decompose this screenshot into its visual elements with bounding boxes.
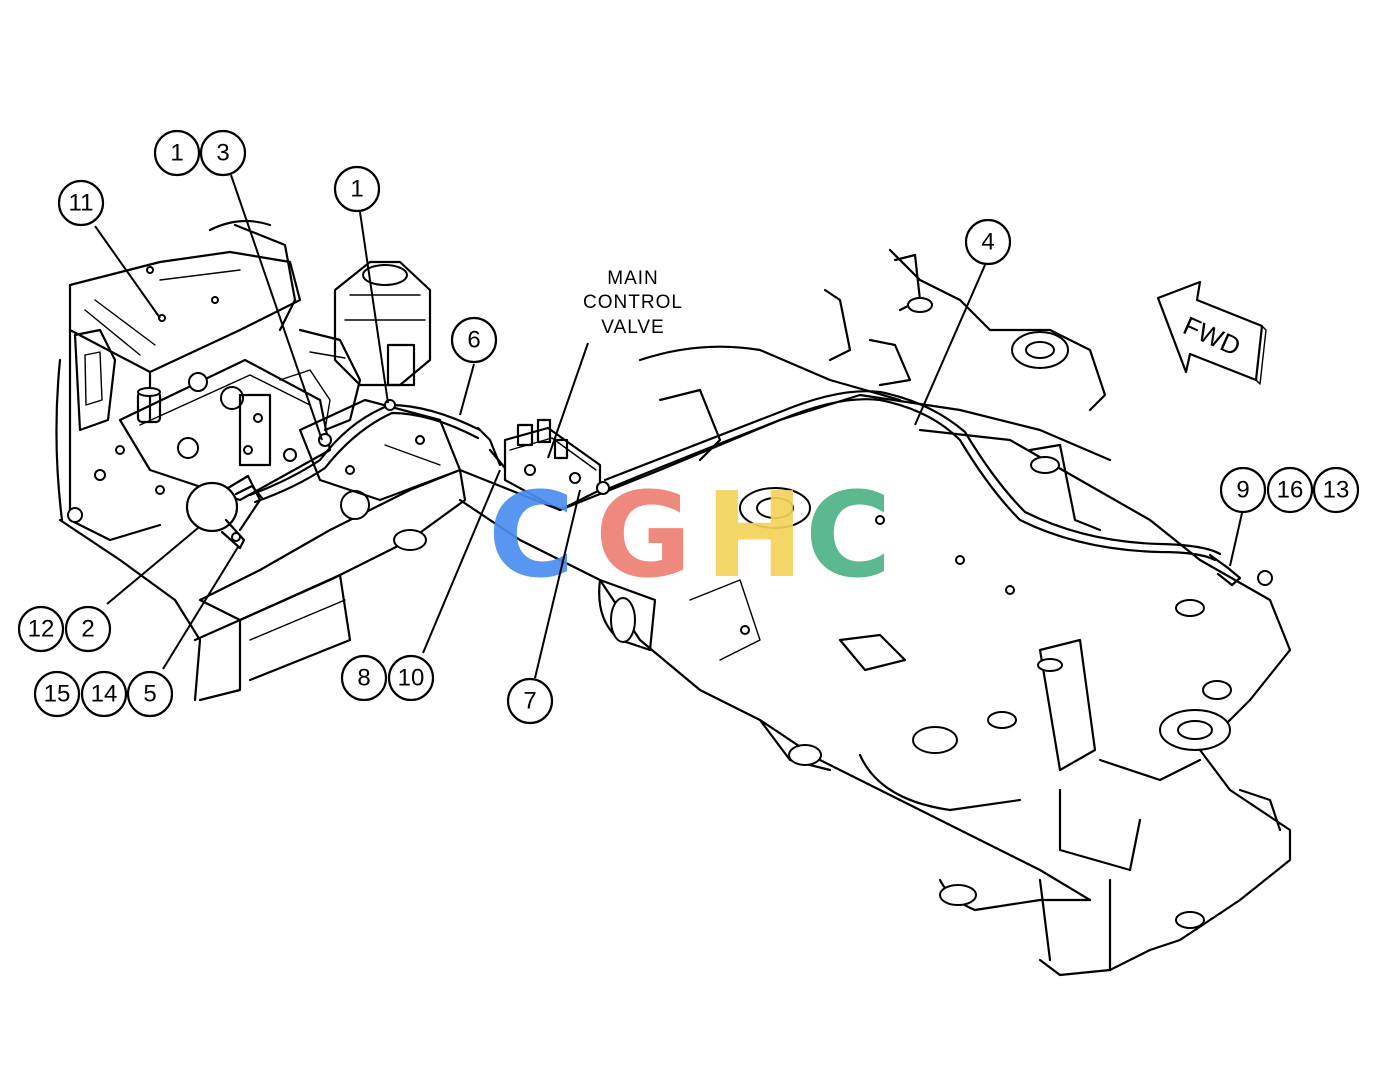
svg-text:6: 6 — [467, 327, 480, 354]
label-line-3: VALVE — [601, 317, 664, 338]
callout-11: 11 — [57, 179, 105, 227]
pump-housing — [55, 219, 302, 702]
callout-5: 5 — [126, 670, 174, 718]
watermark: C G H C — [488, 466, 892, 604]
svg-text:10: 10 — [398, 665, 425, 692]
callout-4: 4 — [964, 218, 1012, 266]
main-control-valve-label: MAIN CONTROL VALVE — [583, 268, 683, 338]
callout-2: 2 — [64, 605, 112, 653]
watermark-letter-g: G — [595, 466, 692, 604]
main-frame — [458, 248, 1292, 977]
svg-text:12: 12 — [28, 616, 55, 643]
label-line-2: CONTROL — [583, 292, 683, 313]
callout-8: 8 — [340, 654, 388, 702]
callout-13: 13 — [1312, 466, 1360, 514]
svg-text:14: 14 — [91, 681, 118, 708]
watermark-letter-c1: C — [488, 466, 575, 604]
callout-14: 14 — [80, 670, 128, 718]
callout-1-center: 1 — [333, 165, 381, 213]
watermark-letter-h: H — [705, 466, 804, 604]
accumulator — [185, 474, 264, 550]
svg-text:13: 13 — [1323, 477, 1350, 504]
svg-text:4: 4 — [981, 229, 994, 256]
leader-lines — [94, 174, 1243, 679]
callout-15: 15 — [33, 670, 81, 718]
svg-text:1: 1 — [350, 176, 363, 203]
fwd-arrow-icon: FWD — [1156, 280, 1267, 385]
svg-text:8: 8 — [357, 665, 370, 692]
svg-text:3: 3 — [216, 140, 229, 167]
callout-9: 9 — [1219, 466, 1267, 514]
svg-text:9: 9 — [1236, 477, 1249, 504]
callout-7: 7 — [506, 677, 554, 725]
svg-text:5: 5 — [143, 681, 156, 708]
callout-1-top-left: 1 — [153, 129, 201, 177]
label-line-1: MAIN — [607, 268, 659, 289]
callout-12: 12 — [17, 605, 65, 653]
svg-text:2: 2 — [81, 616, 94, 643]
svg-text:7: 7 — [523, 688, 536, 715]
hydraulic-lines — [248, 390, 1273, 587]
callout-10: 10 — [387, 654, 435, 702]
pump-top-components — [115, 328, 362, 502]
center-block — [193, 260, 467, 702]
callout-3: 3 — [199, 129, 247, 177]
svg-text:11: 11 — [69, 190, 94, 217]
callout-6: 6 — [450, 316, 498, 364]
watermark-letter-c2: C — [805, 466, 892, 604]
svg-text:15: 15 — [44, 681, 71, 708]
svg-text:16: 16 — [1277, 477, 1304, 504]
svg-text:1: 1 — [170, 140, 183, 167]
callout-16: 16 — [1266, 466, 1314, 514]
